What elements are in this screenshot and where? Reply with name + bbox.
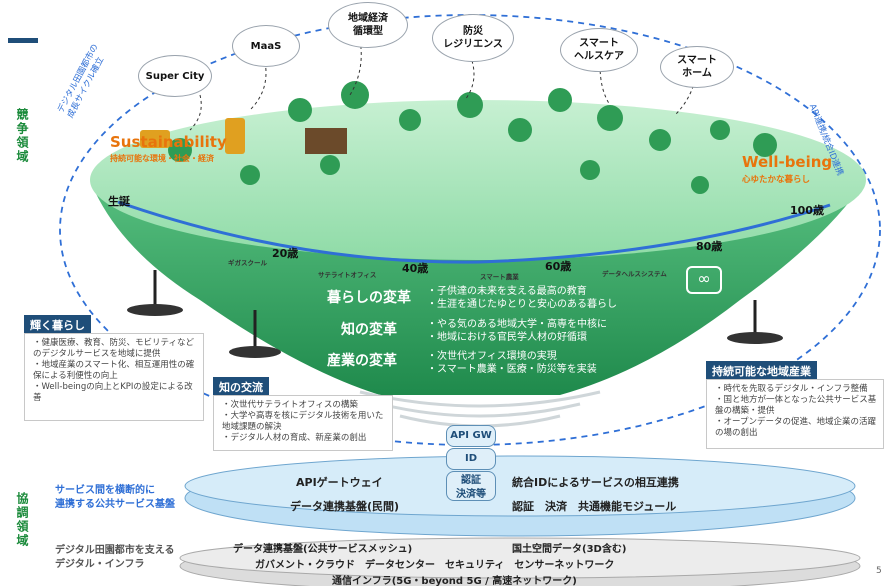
- band-items-life: 子供達の未来を支える最高の教育 生涯を通じたゆとりと安心のある暮らし: [427, 285, 617, 311]
- box-item: 国と地方が一体となった公共サービス基盤の構築・提供: [715, 395, 877, 417]
- station-giga-school: ギガスクール: [228, 259, 267, 267]
- station-satellite-office: サテライトオフィス: [318, 271, 377, 279]
- infra-data-mesh: データ連携基盤(公共サービスメッシュ): [233, 544, 413, 555]
- accent-bar: [8, 38, 38, 43]
- box-knowledge: 次世代サテライトオフィスの構築 大学や高専を核にデジタル技術を用いた地域課題の解…: [213, 395, 393, 451]
- box-item: 地域産業のスマート化、相互運用性の確保による利便性の向上: [33, 360, 197, 382]
- band-title-knowledge: 知の変革: [341, 322, 397, 338]
- band-title-life: 暮らしの変革: [327, 290, 411, 306]
- box-item: Well-beingの向上とKPIの設定による改善: [33, 382, 197, 404]
- cooperation-label: 協調領域: [15, 492, 29, 548]
- box-item: デジタル人材の育成、新産業の創出: [222, 433, 386, 444]
- box-item: 時代を先取るデジタル・インフラ整備: [715, 384, 877, 395]
- box-item: 大学や高専を核にデジタル技術を用いた地域課題の解決: [222, 411, 386, 433]
- cloud-healthcare: スマート ヘルスケア: [560, 28, 638, 72]
- box-industry: 時代を先取るデジタル・インフラ整備 国と地方が一体となった公共サービス基盤の構築…: [706, 379, 884, 449]
- bowl-top: [90, 100, 866, 260]
- page-number: 5: [876, 566, 882, 576]
- api-stack: API GW ID 認証 決済等: [446, 425, 496, 501]
- api-gw-label: API GW: [446, 425, 496, 447]
- band-item: 子供達の未来を支える最高の教育: [427, 285, 617, 298]
- infra-network: 通信インフラ(5G・beyond 5G / 高速ネットワーク): [332, 576, 577, 587]
- public-platform-label: サービス間を横断的に 連携する公共サービス基盤: [55, 485, 175, 510]
- cloud-super-city: Super City: [138, 55, 212, 97]
- age-100: 100歳: [790, 204, 824, 217]
- cloud-resilience: 防災 レジリエンス: [432, 14, 514, 62]
- age-20: 20歳: [272, 247, 299, 260]
- box-life: 健康医療、教育、防災、モビリティなどのデジタルサービスを地域に提供 地域産業のス…: [24, 333, 204, 421]
- band-item: やる気のある地域大学・高専を中核に: [427, 318, 607, 331]
- cloud-home: スマート ホーム: [660, 46, 734, 88]
- cloud-economy: 地域経済 循環型: [328, 2, 408, 48]
- age-40: 40歳: [402, 262, 429, 275]
- box-item: 健康医療、教育、防災、モビリティなどのデジタルサービスを地域に提供: [33, 338, 197, 360]
- infra-label: デジタル田園都市を支える デジタル・インフラ: [55, 545, 175, 570]
- age-birth: 生誕: [108, 195, 130, 208]
- band-item: スマート農業・医療・防災等を実装: [427, 363, 597, 376]
- platform-api-gateway: APIゲートウェイ: [296, 476, 383, 489]
- id-label: ID: [446, 448, 496, 470]
- station-data-health: データヘルスシステム: [602, 270, 667, 278]
- platform-auth-modules: 認証 決済 共通機能モジュール: [512, 500, 677, 513]
- band-item: 生涯を通じたゆとりと安心のある暮らし: [427, 298, 617, 311]
- band-item: 地域における官民学人材の好循環: [427, 331, 607, 344]
- competition-label: 競争領域: [15, 108, 29, 164]
- sustainability-subtitle: 持続可能な環境・社会・経済: [110, 154, 214, 163]
- wellbeing-title: Well-being: [742, 153, 833, 171]
- infinity-icon: ∞: [686, 266, 722, 294]
- age-80: 80歳: [696, 240, 723, 253]
- band-title-industry: 産業の変革: [327, 353, 397, 369]
- box-item: オープンデータの促進、地域企業の活躍の場の創出: [715, 417, 877, 439]
- box-title-industry: 持続可能な地域産業: [706, 361, 817, 381]
- auth-label: 認証 決済等: [446, 471, 496, 501]
- infra-cloud-etc: ガバメント・クラウド データセンター セキュリティ センサーネットワーク: [255, 560, 615, 571]
- infra-spatial-data: 国土空間データ(3D含む): [512, 544, 627, 555]
- age-60: 60歳: [545, 260, 572, 273]
- cloud-maas: MaaS: [232, 25, 300, 67]
- box-title-life: 輝く暮らし: [24, 315, 91, 335]
- life-line: [117, 200, 831, 264]
- box-item: 次世代サテライトオフィスの構築: [222, 400, 386, 411]
- sustainability-title: Sustainability: [110, 133, 227, 151]
- station-smart-agri: スマート農業: [480, 273, 519, 281]
- band-items-knowledge: やる気のある地域大学・高専を中核に 地域における官民学人材の好循環: [427, 318, 607, 344]
- band-items-industry: 次世代オフィス環境の実現 スマート農業・医療・防災等を実装: [427, 350, 597, 376]
- wellbeing-subtitle: 心ゆたかな暮らし: [742, 175, 811, 185]
- band-item: 次世代オフィス環境の実現: [427, 350, 597, 363]
- platform-id-linkage: 統合IDによるサービスの相互連携: [512, 476, 679, 489]
- platform-data-linkage: データ連携基盤(民間): [290, 500, 400, 513]
- box-title-knowledge: 知の交流: [213, 377, 269, 397]
